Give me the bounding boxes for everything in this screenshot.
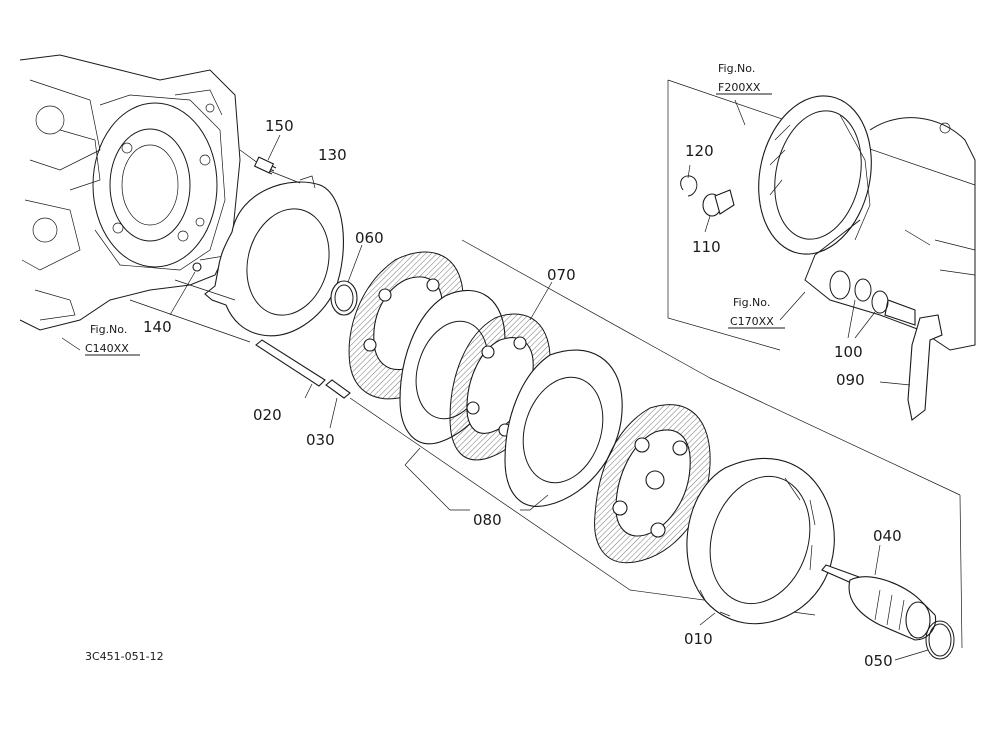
part-050-o-ring <box>894 620 955 661</box>
label-100: 100 <box>834 343 863 361</box>
ref-f200: Fig.No. F200XX <box>716 62 772 95</box>
label-120: 120 <box>685 142 714 160</box>
label-040: 040 <box>873 527 902 545</box>
bracket-080 <box>404 447 549 511</box>
label-150: 150 <box>265 117 294 135</box>
ref-c140-title: Fig.No. <box>90 323 127 336</box>
label-060: 060 <box>355 229 384 247</box>
ref-c140-code: C140XX <box>85 342 129 355</box>
label-110: 110 <box>692 238 721 256</box>
part-060-snap-ring <box>330 244 363 316</box>
ref-f200-title: Fig.No. <box>718 62 755 75</box>
part-140-ball <box>169 262 202 316</box>
ref-c170-title: Fig.No. <box>733 296 770 309</box>
ref-c170: Fig.No. C170XX <box>728 296 785 329</box>
ref-f200-code: F200XX <box>718 81 761 94</box>
inset-upper-right <box>667 79 976 421</box>
part-150-spring <box>253 134 281 175</box>
label-020: 020 <box>253 406 282 424</box>
drawing-code: 3C451-051-12 <box>85 650 164 663</box>
label-090: 090 <box>836 371 865 389</box>
label-070: 070 <box>547 266 576 284</box>
ref-c170-code: C170XX <box>730 315 774 328</box>
label-010: 010 <box>684 630 713 648</box>
part-020-pin <box>255 339 326 399</box>
disc-steel-4 <box>504 349 623 507</box>
label-030: 030 <box>306 431 335 449</box>
disc-hatched-5 <box>594 404 711 564</box>
label-080: 080 <box>473 511 502 529</box>
part-040-shaft <box>821 544 937 641</box>
part-010-piston <box>686 457 835 626</box>
ref-c140: Fig.No. C140XX <box>61 323 140 356</box>
part-130-plate <box>204 167 344 337</box>
label-050: 050 <box>864 652 893 670</box>
part-030-pin <box>325 379 351 429</box>
label-130: 130 <box>318 146 347 164</box>
label-140: 140 <box>143 318 172 336</box>
